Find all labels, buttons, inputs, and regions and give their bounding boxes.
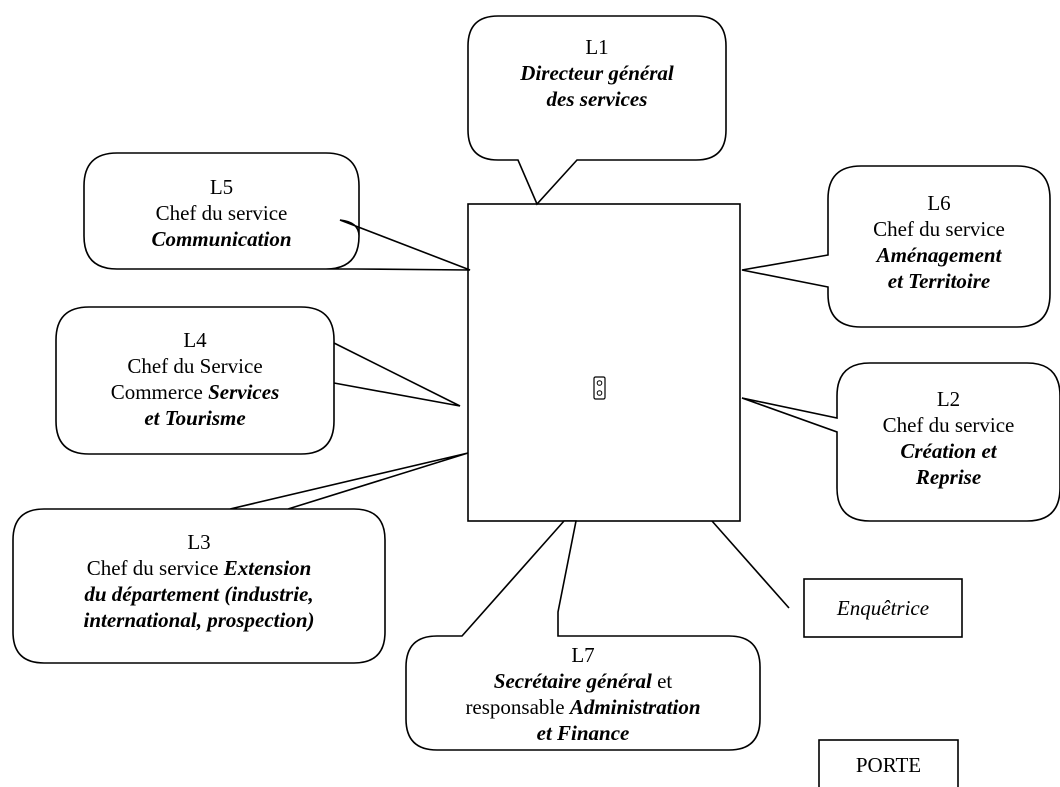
title-l5: Chef du service: [155, 201, 288, 225]
dept2-l4: et Tourisme: [144, 406, 246, 430]
dept-l6: Aménagement: [876, 243, 1002, 267]
dept-l7: Administration: [569, 695, 701, 719]
title-l3: Chef du service: [86, 556, 219, 580]
interviewer-box: [803, 578, 963, 638]
role-l1: Directeur général: [520, 61, 674, 85]
meeting-table: [467, 203, 741, 522]
role-line-l7: Secrétaire général et: [406, 668, 760, 694]
label-l6: L6 Chef du service Aménagement et Territ…: [828, 190, 1050, 294]
dept-l5: Communication: [151, 227, 292, 251]
label-l5: L5 Chef du service Communication: [84, 174, 359, 252]
code-l2: L2: [936, 387, 961, 411]
role2-l1: des services: [546, 87, 648, 111]
label-l3: L3 Chef du service Extension du départem…: [13, 529, 385, 633]
bubble-l7: [405, 520, 761, 751]
dept2-l2: Reprise: [915, 465, 982, 489]
title2-line-l7: responsable Administration: [406, 694, 760, 720]
bubble-l2: [741, 362, 1060, 522]
code-l4: L4: [183, 328, 207, 352]
recorder-icon: [593, 376, 606, 400]
title2-l7: responsable: [465, 695, 565, 719]
bubble-l4: [55, 306, 461, 455]
bubble-l5: [83, 152, 471, 271]
interviewer-pointer: [711, 520, 790, 609]
bubble-l3: [12, 452, 469, 664]
title-l6: Chef du service: [873, 217, 1005, 241]
role-conj-l7: et: [657, 669, 673, 693]
dept3-l3: international, prospection): [83, 608, 315, 632]
label-l2: L2 Chef du service Création et Reprise: [837, 386, 1060, 490]
title-l2: Chef du service: [882, 413, 1015, 437]
bubble-l6: [741, 165, 1051, 328]
label-l1: L1 Directeur général des services: [468, 34, 726, 112]
title2-l4: Commerce: [110, 380, 203, 404]
code-l6: L6: [927, 191, 951, 215]
title-l4: Chef du Service: [127, 354, 263, 378]
interviewer-label: Enquêtrice: [836, 596, 930, 620]
bubble-l1: [467, 15, 727, 206]
dept-l2: Création et: [900, 439, 997, 463]
title2-line-l4: Commerce Services: [56, 379, 334, 405]
code-l5: L5: [209, 175, 234, 199]
door-box: [818, 739, 959, 787]
code-l1: L1: [585, 35, 609, 59]
label-l4: L4 Chef du Service Commerce Services et …: [56, 327, 334, 431]
title-line-l3: Chef du service Extension: [13, 555, 385, 581]
dept2-l7: et Finance: [536, 721, 630, 745]
label-l7: L7 Secrétaire général et responsable Adm…: [406, 642, 760, 746]
role-l7: Secrétaire général: [493, 669, 652, 693]
dept2-l6: et Territoire: [887, 269, 991, 293]
code-l7: L7: [571, 643, 595, 667]
dept-l3: Extension: [223, 556, 312, 580]
code-l3: L3: [187, 530, 211, 554]
dept2-l3: du département (industrie,: [84, 582, 314, 606]
dept-l4: Services: [208, 380, 280, 404]
door-label: PORTE: [855, 753, 922, 777]
